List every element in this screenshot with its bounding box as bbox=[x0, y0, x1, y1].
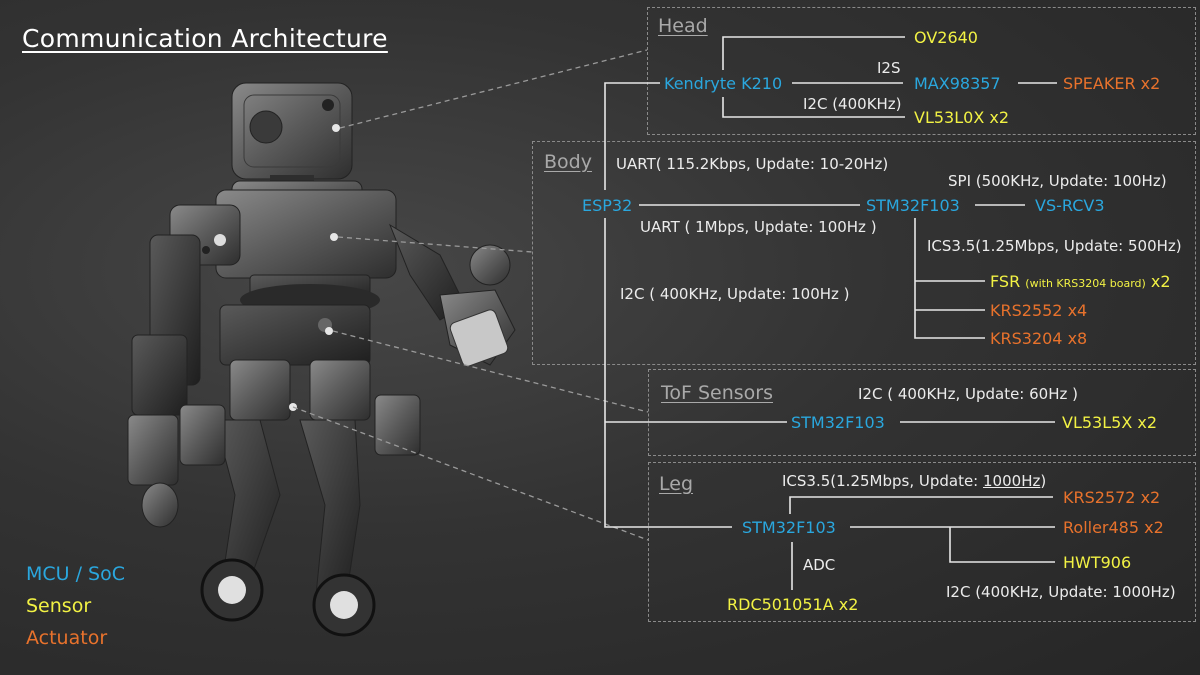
label-spi: SPI (500KHz, Update: 100Hz) bbox=[948, 172, 1167, 190]
legend-sensor: Sensor bbox=[26, 595, 92, 617]
label-uart-head: UART( 115.2Kbps, Update: 10-20Hz) bbox=[616, 155, 889, 173]
wire-k210-vl53l0x bbox=[722, 97, 905, 118]
leg-ics-prefix: ICS3.5(1.25Mbps, Update: bbox=[782, 472, 984, 490]
wire-stm32-krs2572 bbox=[789, 496, 1053, 514]
label-ics-body: ICS3.5(1.25Mbps, Update: 500Hz) bbox=[927, 237, 1182, 255]
node-vl53l5x: VL53L5X x2 bbox=[1062, 413, 1158, 432]
node-esp32: ESP32 bbox=[582, 196, 633, 215]
body-group-box: Body bbox=[532, 141, 1196, 365]
label-adc: ADC bbox=[803, 556, 836, 574]
head-group-box: Head bbox=[647, 7, 1196, 135]
fsr-note: (with KRS3204 board) bbox=[1025, 277, 1146, 290]
leg-group-box: Leg bbox=[648, 462, 1196, 622]
robot-illustration bbox=[127, 82, 516, 637]
wire-ics-bus bbox=[914, 218, 985, 339]
label-head-i2c: I2C (400KHz) bbox=[803, 95, 902, 113]
node-krs2552: KRS2552 x4 bbox=[990, 301, 1088, 320]
leader-head bbox=[339, 49, 648, 129]
robot-right-arm bbox=[388, 223, 516, 367]
node-vl53l0x: VL53L0X x2 bbox=[914, 108, 1010, 127]
node-krs3204: KRS3204 x8 bbox=[990, 329, 1088, 348]
leg-ics-suffix: ) bbox=[1040, 472, 1047, 490]
wire-esp32-i2c-trunk bbox=[604, 218, 732, 528]
legend-actuator: Actuator bbox=[26, 627, 108, 649]
fsr-name: FSR bbox=[990, 272, 1021, 291]
node-fsr: FSR (with KRS3204 board) x2 bbox=[990, 272, 1171, 291]
tof-group-box: ToF Sensors bbox=[648, 369, 1196, 456]
label-leg-ics: ICS3.5(1.25Mbps, Update: 1000Hz) bbox=[782, 472, 1046, 490]
label-leg-i2c: I2C (400KHz, Update: 1000Hz) bbox=[946, 583, 1176, 601]
node-kendryte-k210: Kendryte K210 bbox=[664, 74, 783, 93]
head-group-label: Head bbox=[658, 15, 708, 37]
node-rdc501051a: RDC501051A x2 bbox=[727, 595, 859, 614]
node-vs-rcv3: VS-RCV3 bbox=[1035, 196, 1105, 215]
label-tof-i2c: I2C ( 400KHz, Update: 60Hz ) bbox=[858, 385, 1078, 403]
wire-k210-ov2640 bbox=[722, 36, 905, 70]
label-i2s: I2S bbox=[877, 59, 901, 77]
leg-group-label: Leg bbox=[659, 473, 694, 495]
node-hwt906: HWT906 bbox=[1063, 553, 1132, 572]
node-stm32-leg: STM32F103 bbox=[742, 518, 836, 537]
legend-mcu: MCU / SoC bbox=[26, 563, 125, 585]
leader-body bbox=[337, 236, 533, 253]
robot-left-arm bbox=[127, 204, 241, 486]
fsr-count: x2 bbox=[1150, 272, 1171, 291]
node-stm32-tof: STM32F103 bbox=[791, 413, 885, 432]
node-krs2572: KRS2572 x2 bbox=[1063, 488, 1161, 507]
wire-stm32-hwt906 bbox=[949, 527, 1055, 563]
label-uart-1mbps: UART ( 1Mbps, Update: 100Hz ) bbox=[640, 218, 877, 236]
node-ov2640: OV2640 bbox=[914, 28, 978, 47]
robot-legs bbox=[141, 394, 421, 637]
robot-head bbox=[231, 82, 353, 180]
leg-ics-rate: 1000Hz bbox=[983, 472, 1041, 490]
wire-esp32-k210 bbox=[604, 82, 660, 190]
node-stm32-body: STM32F103 bbox=[866, 196, 960, 215]
node-roller485: Roller485 x2 bbox=[1063, 518, 1164, 537]
tof-group-label: ToF Sensors bbox=[661, 382, 773, 404]
body-group-label: Body bbox=[544, 151, 592, 173]
page-title: Communication Architecture bbox=[22, 24, 388, 53]
label-i2c-main: I2C ( 400KHz, Update: 100Hz ) bbox=[620, 285, 850, 303]
node-max98357: MAX98357 bbox=[914, 74, 1001, 93]
robot-hips bbox=[219, 304, 371, 421]
leader-tof bbox=[332, 330, 649, 413]
leader-leg bbox=[292, 406, 649, 541]
node-speaker: SPEAKER x2 bbox=[1063, 74, 1161, 93]
